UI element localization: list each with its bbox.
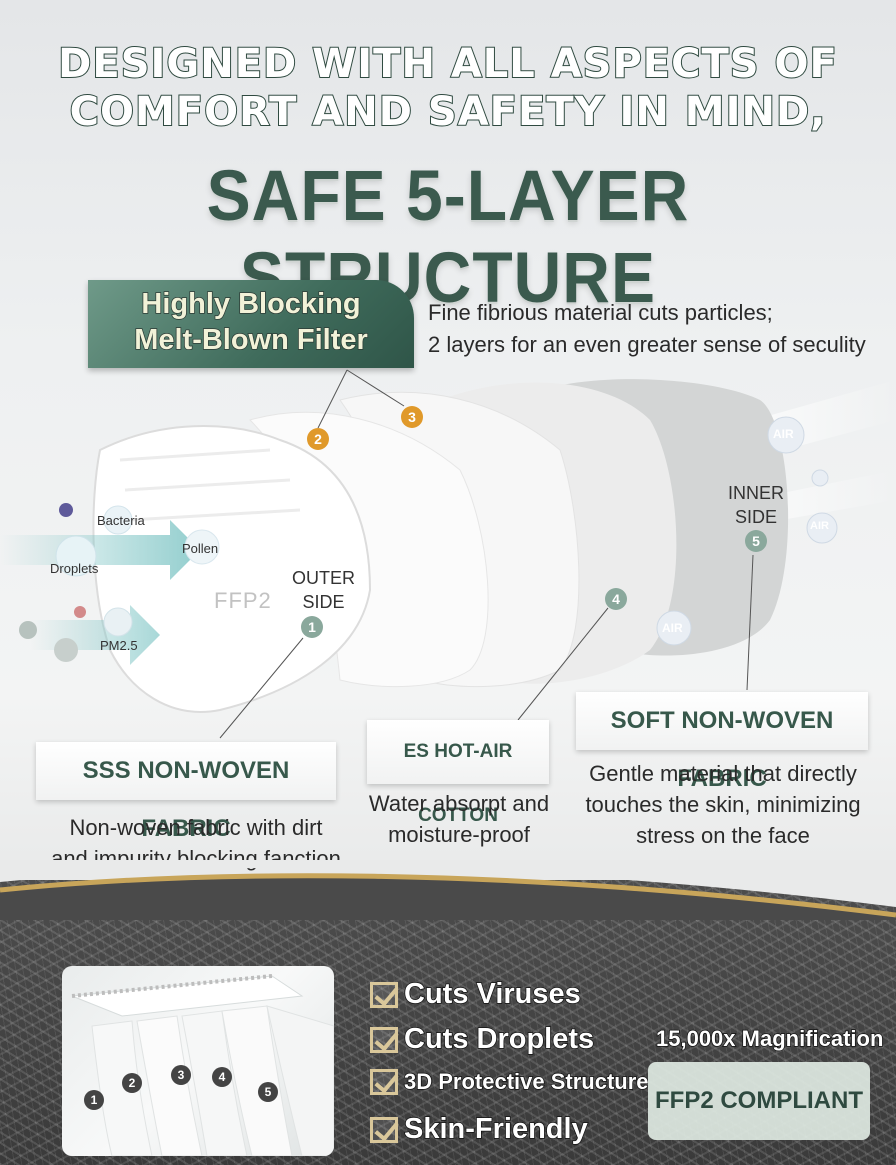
magnification-label: 15,000x Magnification <box>655 1025 884 1052</box>
inner-side-label: INNER SIDE <box>728 481 784 529</box>
outer-side-line-2: SIDE <box>302 592 345 612</box>
mask-cross-section-photo: 1 2 3 4 5 <box>62 966 334 1156</box>
checkmark-icon <box>370 1116 398 1143</box>
soft-desc-line-3: stress on the face <box>636 823 810 848</box>
check-cuts-viruses: Cuts Viruses <box>370 977 582 1011</box>
soft-fabric-description: Gentle material that directly touches th… <box>572 758 874 851</box>
photo-layer-2: 2 <box>122 1073 142 1093</box>
air-arrow-top <box>0 520 200 580</box>
gold-divider-curve <box>0 860 896 920</box>
layer-number-3: 3 <box>401 406 423 428</box>
check-label: Cuts Viruses <box>403 977 581 1011</box>
outer-side-label: OUTER SIDE <box>292 566 355 614</box>
pm25-label: PM2.5 <box>100 638 138 653</box>
air-label-1: AIR <box>773 427 794 441</box>
ffp2-compliant-badge: FFP2 COMPLIANT <box>648 1062 870 1140</box>
cross-section-illustration <box>71 974 334 1156</box>
outer-side-line-1: OUTER <box>292 568 355 588</box>
layer-number-2: 2 <box>307 428 329 450</box>
es-desc-line-1: Water absorpt and <box>368 791 550 816</box>
inner-side-line-2: SIDE <box>735 507 778 527</box>
soft-fabric-title: SOFT NON-WOVEN FABRIC <box>576 692 868 792</box>
filter-description-line-1: Fine fibrious material cuts particles; <box>428 300 773 325</box>
filter-banner: Highly Blocking Melt-Blown Filter <box>88 280 414 368</box>
filter-description: Fine fibrious material cuts particles; 2… <box>428 297 866 361</box>
droplets-label: Droplets <box>50 561 99 576</box>
pollen-label: Pollen <box>182 541 219 556</box>
layer-number-1: 1 <box>301 616 323 638</box>
check-label: 3D Protective Structure <box>403 1068 649 1095</box>
es-desc-line-2: moisture-proof <box>388 822 530 847</box>
photo-layer-1: 1 <box>84 1090 104 1110</box>
es-cotton-description: Water absorpt and moisture-proof <box>362 788 556 850</box>
photo-layer-3: 3 <box>171 1065 191 1085</box>
inner-side-line-1: INNER <box>728 483 785 503</box>
headline-line-1: DESIGNED WITH ALL ASPECTS OF <box>57 40 838 88</box>
filter-description-line-2: 2 layers for an even greater sense of se… <box>428 332 866 357</box>
soft-desc-line-1: Gentle material that directly <box>589 761 857 786</box>
es-cotton-title: ES HOT-AIR COTTON <box>367 720 549 826</box>
checkmark-icon <box>370 981 398 1008</box>
check-label: Cuts Droplets <box>403 1022 595 1056</box>
sss-desc-line-1: Non-woven fabric with dirt <box>69 815 323 840</box>
checkmark-icon <box>370 1069 398 1095</box>
soft-desc-line-2: touches the skin, minimizing <box>585 792 861 817</box>
main-title: SAFE 5-LAYER STRUCTURE <box>206 155 690 317</box>
air-label-3: AIR <box>662 621 683 635</box>
air-label-2: AIR <box>810 520 829 532</box>
filter-banner-line-1: Highly Blocking <box>141 287 362 321</box>
filter-banner-line-2: Melt-Blown Filter <box>133 323 368 357</box>
check-cuts-droplets: Cuts Droplets <box>370 1022 595 1056</box>
checkmark-icon <box>370 1026 398 1053</box>
mask-layers-illustration <box>0 369 838 739</box>
check-skin-friendly: Skin-Friendly <box>370 1112 588 1146</box>
headline-line-2: COMFORT AND SAFETY IN MIND, <box>69 88 827 136</box>
photo-layer-4: 4 <box>212 1067 232 1087</box>
layer-number-5: 5 <box>745 530 767 552</box>
mask-ffp2-mark: FFP2 <box>214 588 272 613</box>
check-3d-structure: 3D Protective Structure <box>370 1068 649 1095</box>
check-label: Skin-Friendly <box>403 1112 588 1146</box>
sss-fabric-title: SSS NON-WOVEN FABRIC <box>36 742 336 842</box>
photo-layer-5: 5 <box>258 1082 278 1102</box>
bacteria-label: Bacteria <box>97 513 145 528</box>
layer-number-4: 4 <box>605 588 627 610</box>
